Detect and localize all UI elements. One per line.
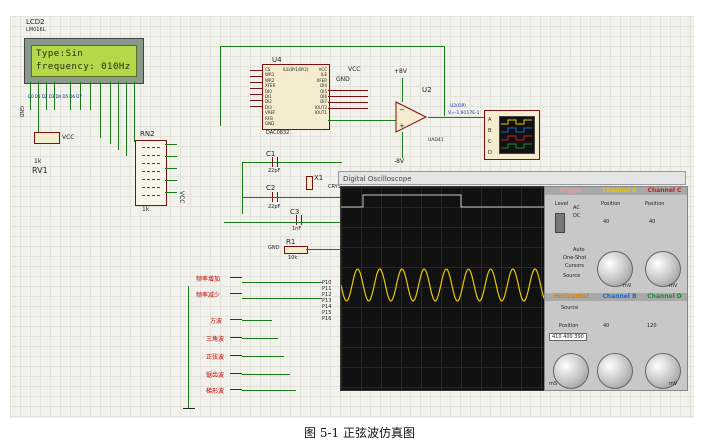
opamp-ref: U2 — [422, 86, 432, 94]
channel-d-knob[interactable] — [645, 353, 681, 389]
crystal[interactable] — [306, 176, 313, 190]
lcd-part: LM016L — [26, 27, 46, 33]
dac-gnd: GND — [336, 76, 350, 83]
channel-c-value: 40 — [649, 219, 656, 225]
lcd-pin-wire — [38, 82, 39, 132]
lcd-pin-wire — [110, 82, 111, 144]
lcd-pin-wire — [90, 82, 91, 110]
rnet-ref: RN2 — [140, 130, 155, 138]
pot-value: 1k — [34, 158, 42, 165]
dac-part: DAC0832 — [266, 130, 290, 136]
probe-label: U2(OP) — [450, 104, 466, 109]
pot-gnd: GND — [18, 106, 24, 118]
dac-vcc: VCC — [348, 66, 361, 73]
scope-icon-screen — [499, 116, 535, 154]
channel-a-knob[interactable] — [597, 251, 633, 287]
rnet-value: 1k — [142, 206, 150, 213]
lcd-line-2: frequency: 010Hz — [36, 62, 131, 72]
resistor-r1[interactable] — [284, 246, 308, 254]
trace-area — [340, 194, 546, 302]
oscilloscope-controls: Trigger Level AC DC Auto One-Shot Cursor… — [544, 186, 688, 391]
trigger-level: Level — [555, 201, 569, 207]
horizontal-readout[interactable]: 410 400 390 — [549, 333, 587, 341]
channel-d-title: Channel D — [642, 293, 687, 301]
probe-value: V=-1.9117E-1 — [448, 111, 480, 116]
crystal-ref: X1 — [314, 174, 324, 182]
channel-a-value: 40 — [603, 219, 610, 225]
opamp-minus: -8V — [394, 158, 405, 165]
trigger-one-shot[interactable]: One-Shot — [563, 255, 587, 261]
potentiometer[interactable] — [34, 132, 60, 144]
svg-text:−: − — [399, 106, 405, 114]
lcd-line-1: Type:Sin — [36, 49, 84, 59]
horizontal-knob[interactable] — [553, 353, 589, 389]
capacitor-c1[interactable] — [272, 157, 278, 167]
trigger-title: Trigger — [545, 187, 597, 195]
lcd-pin-wire — [30, 82, 31, 110]
trigger-auto[interactable]: Auto — [573, 247, 585, 253]
ground-symbol — [183, 408, 195, 409]
channel-b-value: 40 — [603, 323, 610, 329]
pot-vcc: VCC — [62, 134, 75, 141]
trigger-level-slider[interactable] — [555, 213, 565, 233]
lcd-pin-wire — [100, 82, 101, 138]
channel-a-title: Channel A — [597, 187, 642, 195]
c3-ref: C3 — [290, 208, 300, 216]
figure-caption: 图 5-1 正弦波仿真图 — [304, 426, 415, 440]
opamp-out: UAD41 — [428, 138, 444, 143]
opamp-symbol[interactable]: − + — [394, 100, 428, 134]
lcd-pin-wire — [80, 82, 81, 110]
channel-b-title: Channel B — [597, 293, 642, 301]
lcd-pin-wire — [70, 82, 71, 110]
c1-value: 22pF — [268, 168, 281, 174]
svg-text:+: + — [399, 122, 405, 130]
crystal-value: CRYS — [328, 184, 341, 190]
pot-ref: RV1 — [32, 166, 48, 175]
opamp-plus: +8V — [394, 68, 407, 75]
dac-label: ILE(BY1/BY2) — [283, 67, 309, 72]
capacitor-c3[interactable] — [296, 215, 302, 225]
c1-ref: C1 — [266, 150, 276, 158]
lcd-screen: Type:Sin frequency: 010Hz — [31, 45, 137, 77]
resistor-network[interactable] — [135, 140, 167, 206]
lcd-pin-wire — [134, 82, 135, 142]
trigger-cursors[interactable]: Cursors — [565, 263, 585, 269]
channel-d-value: 120 — [647, 323, 657, 329]
channel-c-title: Channel C — [642, 187, 687, 195]
rnet-vcc: VCC — [178, 191, 185, 204]
lcd-display[interactable]: Type:Sin frequency: 010Hz — [24, 38, 144, 84]
lcd-ref: LCD2 — [26, 18, 45, 26]
r1-value: 10k — [288, 255, 298, 261]
horizontal-title: Horizontal — [545, 293, 597, 301]
oscilloscope-titlebar[interactable]: Digital Oscilloscope — [338, 171, 686, 185]
trigger-source: Source — [563, 273, 581, 279]
channel-b-knob[interactable] — [597, 353, 633, 389]
lcd-pin-wire — [46, 82, 47, 110]
lcd-pin-wire — [126, 82, 127, 156]
oscilloscope-screen[interactable] — [340, 186, 546, 391]
dac-ref: U4 — [272, 56, 282, 64]
c3-value: 1nF — [292, 226, 302, 232]
lcd-pin-wire — [118, 82, 119, 150]
r1-gnd: GND — [268, 245, 280, 251]
lcd-pin-wire — [54, 82, 55, 110]
trace-sine — [340, 268, 546, 302]
c2-value: 22pF — [268, 204, 281, 210]
r1-ref: R1 — [286, 238, 296, 246]
c2-ref: C2 — [266, 184, 276, 192]
trace-a — [341, 194, 545, 208]
channel-c-knob[interactable] — [645, 251, 681, 287]
